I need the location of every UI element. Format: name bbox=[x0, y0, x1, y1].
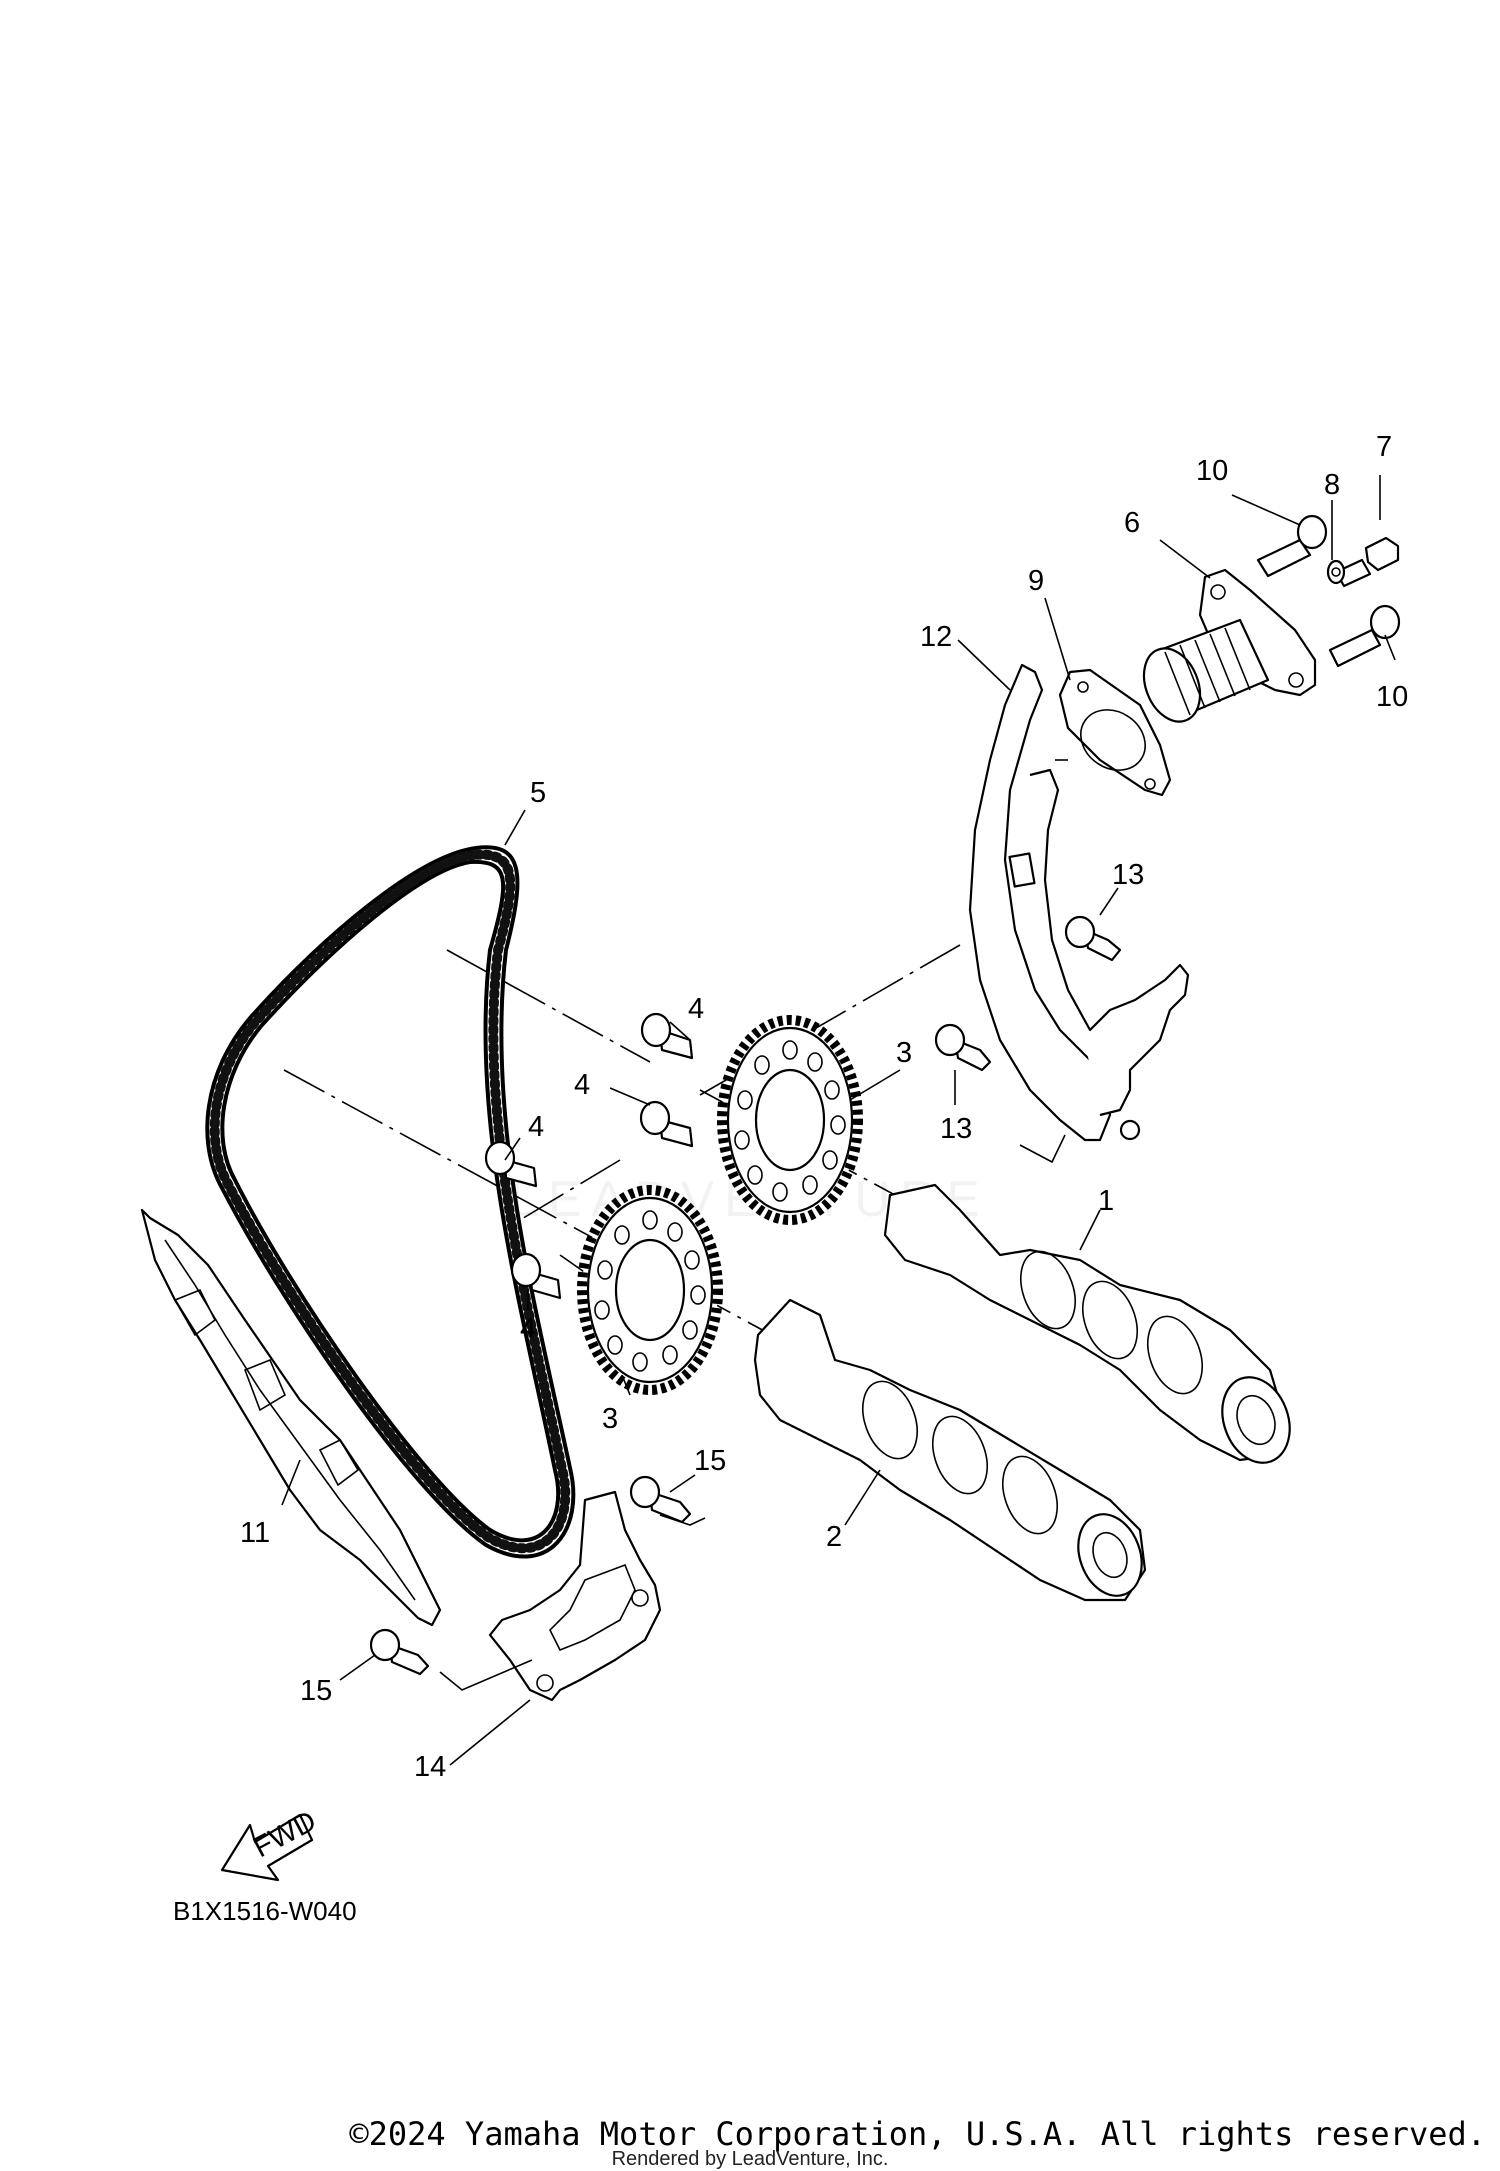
cam-chain bbox=[205, 845, 576, 1559]
callout-15b: 15 bbox=[300, 1675, 332, 1707]
guide-bracket bbox=[488, 1490, 662, 1702]
callout-7: 7 bbox=[1376, 431, 1392, 463]
callout-6: 6 bbox=[1124, 507, 1140, 539]
copyright-notice: ©2024 Yamaha Motor Corporation, U.S.A. A… bbox=[349, 2115, 1486, 2153]
tensioner-guide bbox=[968, 663, 1190, 1142]
camshaft-lower bbox=[753, 1298, 1147, 1602]
guide-bolts bbox=[934, 915, 1122, 1072]
callout-3a: 3 bbox=[896, 1037, 912, 1069]
callout-4c: 4 bbox=[528, 1111, 544, 1143]
callout-10b: 10 bbox=[1376, 681, 1408, 713]
camshaft-upper bbox=[883, 1183, 1291, 1464]
callout-13b: 13 bbox=[940, 1113, 972, 1145]
callout-5: 5 bbox=[530, 777, 546, 809]
callout-8: 8 bbox=[1324, 469, 1340, 501]
callout-4a: 4 bbox=[688, 993, 704, 1025]
diagram-code: B1X1516-W040 bbox=[173, 1896, 357, 1926]
callout-1: 1 bbox=[1098, 1185, 1114, 1217]
callout-4b: 4 bbox=[574, 1069, 590, 1101]
callout-10a: 10 bbox=[1196, 455, 1228, 487]
leader-lines bbox=[281, 475, 1396, 1766]
cam-sprockets bbox=[577, 1015, 863, 1395]
callout-13a: 13 bbox=[1112, 859, 1144, 891]
callout-9: 9 bbox=[1028, 565, 1044, 597]
rendered-by-notice: Rendered by LeadVenture, Inc. bbox=[611, 2148, 889, 2170]
sprocket-bolts bbox=[484, 1012, 694, 1300]
callout-12: 12 bbox=[920, 621, 952, 653]
callouts: 1 2 3 3 4 4 4 4 5 6 7 8 9 10 10 11 12 13… bbox=[240, 431, 1408, 1783]
bracket-bolts bbox=[369, 1475, 692, 1676]
callout-3b: 3 bbox=[602, 1403, 618, 1435]
callout-4d: 4 bbox=[520, 1313, 536, 1345]
chain-tensioner bbox=[1142, 568, 1317, 723]
callout-15a: 15 bbox=[694, 1445, 726, 1477]
callout-11: 11 bbox=[240, 1517, 270, 1549]
callout-2: 2 bbox=[826, 1521, 842, 1553]
fwd-arrow: FWD bbox=[220, 1805, 322, 1882]
tensioner-bolts bbox=[1256, 514, 1401, 668]
callout-14: 14 bbox=[414, 1751, 446, 1783]
chain-guide bbox=[140, 1208, 442, 1627]
gasket bbox=[1058, 668, 1172, 797]
